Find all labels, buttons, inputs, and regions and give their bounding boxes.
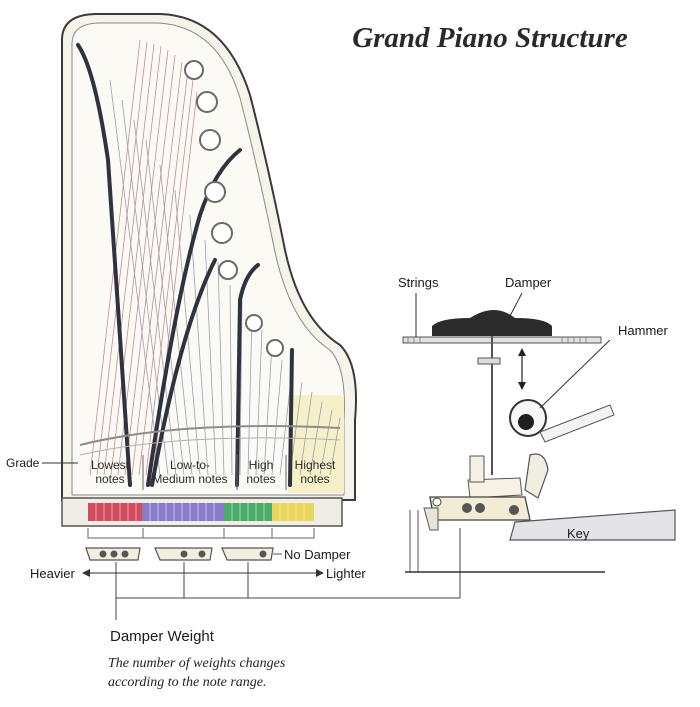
zone-high: High notes — [238, 458, 284, 486]
zone-line1: Low-to- — [169, 458, 210, 472]
zone-line1: Highest — [294, 458, 336, 472]
zone-highest: Highest notes — [287, 458, 343, 486]
weight-scale-arrow — [82, 569, 324, 577]
damper-block — [469, 455, 485, 483]
bass-strings — [89, 39, 198, 476]
lever-bracket — [423, 507, 439, 531]
string-rail — [402, 336, 602, 344]
zone-line2: notes — [300, 472, 330, 486]
damper-guide — [477, 357, 501, 365]
weight — [121, 550, 129, 558]
weight — [110, 550, 118, 558]
zone-bracket — [87, 528, 315, 539]
damper-leader — [509, 292, 523, 317]
strings-label: Strings — [398, 275, 439, 290]
no-damper-label: No Damper — [284, 547, 351, 562]
hammer-core — [518, 414, 534, 430]
weight — [180, 550, 188, 558]
highest-zone-tint — [288, 395, 344, 493]
action-diagram — [402, 292, 676, 573]
frame-holes — [184, 60, 284, 357]
lever-weight — [462, 503, 472, 513]
key-label: Key — [567, 526, 590, 541]
damper-label: Damper — [505, 275, 552, 290]
hammer-label: Hammer — [618, 323, 668, 338]
zone-line1: Lowest — [90, 458, 130, 472]
iron-frame-struts — [76, 43, 294, 487]
lever-weight — [509, 505, 519, 515]
lever-pivot — [432, 497, 442, 507]
heavier-label: Heavier — [30, 566, 75, 581]
zone-lowest: Lowest notes — [78, 458, 142, 486]
hammer-shank — [539, 404, 615, 443]
weight-bar-one — [221, 547, 274, 561]
damper-felt — [432, 310, 552, 336]
zone-low-medium: Low-to- Medium notes — [144, 458, 236, 486]
zone-line2: notes — [246, 472, 276, 486]
caption-line1: The number of weights changes — [108, 656, 286, 671]
damper-weight-leaders — [115, 528, 461, 620]
zone-line2: notes — [95, 472, 125, 486]
repetition-lever — [467, 477, 523, 499]
lighter-label: Lighter — [326, 566, 366, 581]
caption-line2: according to the note range. — [108, 675, 267, 690]
lever-weight — [475, 503, 485, 513]
grade-label: Grade — [6, 456, 40, 470]
diagram-title: Grand Piano Structure — [352, 22, 628, 54]
weight — [99, 550, 107, 558]
weight — [198, 550, 206, 558]
zone-line1: High — [248, 458, 274, 472]
hammer-leader — [539, 339, 611, 409]
key — [509, 509, 676, 541]
zone-line2: Medium notes — [152, 472, 228, 486]
strike-arrow — [518, 348, 526, 390]
damper-weight-label: Damper Weight — [110, 628, 214, 645]
keys-highest — [272, 503, 314, 521]
weight — [259, 550, 267, 558]
damper-weight-bars — [85, 547, 274, 561]
key-lines — [95, 503, 305, 521]
keys-lowest — [88, 503, 142, 521]
jack — [524, 453, 549, 499]
keys-low-medium — [142, 503, 224, 521]
bridge — [79, 425, 341, 446]
caption: The number of weights changes according … — [108, 654, 285, 692]
bridge-lower — [79, 437, 341, 456]
